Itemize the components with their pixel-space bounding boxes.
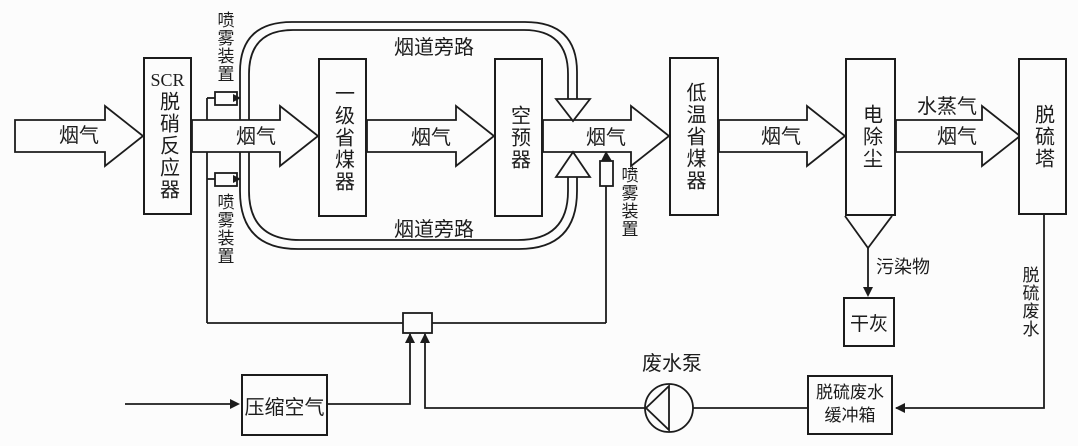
scr-reactor-label: 脱硝反应器 xyxy=(156,91,179,201)
wastewater-pump-label: 废水泵 xyxy=(642,353,702,375)
flue-arrow-inlet xyxy=(14,104,145,168)
compressed-air-arrowhead xyxy=(230,399,240,409)
buffer-tank-label-line1: 脱硫废水 xyxy=(816,383,884,403)
compressed-air-outlet-line xyxy=(328,334,411,405)
fgd-tower-box: 脱硫塔 xyxy=(1018,58,1067,215)
spray-arrowhead-top xyxy=(233,94,241,102)
primary-economizer-label: 一级省煤器 xyxy=(331,82,354,193)
flue-gas-label-5: 烟气 xyxy=(761,126,801,148)
bypass-duct-outer-bottom xyxy=(239,151,578,250)
scr-reactor-box: SCR 脱硝反应器 xyxy=(143,57,192,215)
spray-device-label-bottom: 喷雾装置 xyxy=(214,193,234,265)
bypass-duct-inner-bottom xyxy=(248,151,569,241)
low-temp-economizer-label: 低温省煤器 xyxy=(683,81,705,192)
flue-gas-label-2: 烟气 xyxy=(236,126,276,148)
spray-arrowhead-right xyxy=(601,151,612,161)
flue-gas-label-3: 烟气 xyxy=(411,127,451,149)
scr-reactor-title: SCR xyxy=(150,70,185,90)
fgd-wastewater-line xyxy=(896,215,1045,409)
compressed-air-box: 压缩空气 xyxy=(241,374,328,436)
bypass-duct-outer-top xyxy=(239,21,578,121)
pollutants-label: 污染物 xyxy=(876,257,930,277)
water-vapor-label: 水蒸气 xyxy=(917,96,977,118)
spray-device-label-top: 喷雾装置 xyxy=(214,11,234,83)
fgd-wastewater-label: 脱硫废水 xyxy=(1019,266,1039,338)
flue-arrow-lowtemp-to-esp xyxy=(718,104,847,168)
buffer-tank-label-line2: 缓冲箱 xyxy=(824,406,876,425)
flue-gas-label-6: 烟气 xyxy=(937,126,977,148)
wastewater-buffer-tank-box: 脱硫废水 缓冲箱 xyxy=(807,375,893,435)
esp-box: 电除尘 xyxy=(845,58,896,216)
spray-device-symbol-right xyxy=(599,160,614,187)
dry-ash-arrowhead xyxy=(863,287,873,297)
spray-device-label-right: 喷雾装置 xyxy=(618,166,638,238)
flue-arrow-economizer-to-preheater xyxy=(366,104,496,168)
bypass-merge-arrow-up xyxy=(554,150,592,178)
flue-gas-label-4: 烟气 xyxy=(586,127,626,149)
flue-arrow-scr-to-economizer xyxy=(191,104,320,168)
bypass-merge-arrow-down xyxy=(554,98,592,123)
air-preheater-box: 空预器 xyxy=(494,58,543,217)
esp-label: 电除尘 xyxy=(859,104,882,170)
distributor-arrowhead-left xyxy=(405,333,415,343)
buffer-tank-arrowhead xyxy=(895,403,905,413)
dry-ash-box: 干灰 xyxy=(843,297,895,347)
esp-hopper-funnel xyxy=(844,215,893,250)
flue-arrow-esp-to-fgd xyxy=(895,104,1022,168)
spray-distributor-box xyxy=(402,312,433,334)
flue-arrow-preheater-to-lowtemp xyxy=(542,104,671,168)
distributor-arrowhead-right xyxy=(420,333,430,343)
primary-economizer-box: 一级省煤器 xyxy=(318,58,367,217)
low-temp-economizer-box: 低温省煤器 xyxy=(669,57,719,216)
flue-gas-label-inlet: 烟气 xyxy=(59,125,99,147)
bypass-duct-inner-top xyxy=(248,29,569,121)
pump-discharge-line xyxy=(424,334,807,409)
dry-ash-label: 干灰 xyxy=(849,313,888,335)
flue-bypass-label-bottom: 烟道旁路 xyxy=(394,219,474,241)
air-preheater-label: 空预器 xyxy=(507,104,530,171)
fgd-tower-label: 脱硫塔 xyxy=(1031,103,1054,170)
flue-bypass-label-top: 烟道旁路 xyxy=(394,37,474,59)
pump-triangle xyxy=(644,383,670,433)
compressed-air-label: 压缩空气 xyxy=(244,396,325,419)
spray-arrowhead-bottom xyxy=(233,175,241,183)
